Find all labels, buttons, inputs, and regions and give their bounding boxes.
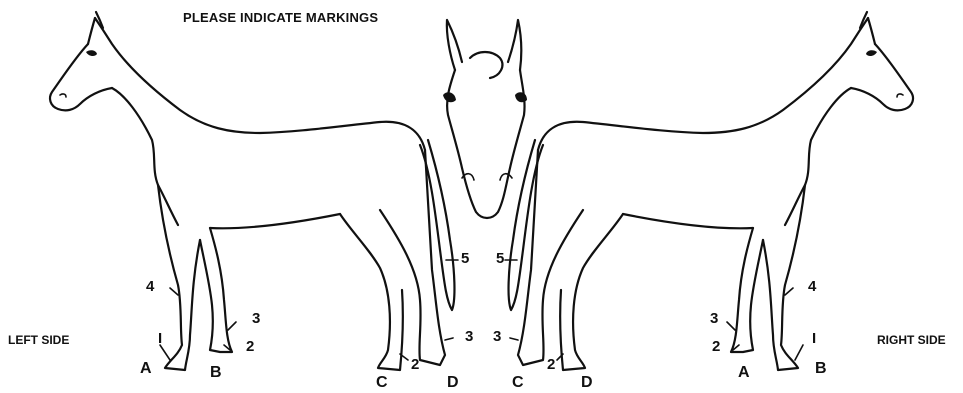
left-label-d: D	[447, 374, 459, 392]
right-leader-lines	[505, 260, 803, 360]
right-label-2-hind: 2	[547, 356, 555, 373]
right-label-a: A	[738, 364, 750, 382]
left-label-a: A	[140, 360, 152, 378]
right-label-3-front: 3	[710, 310, 718, 327]
right-label-5: 5	[496, 250, 504, 267]
right-label-4: 4	[808, 278, 816, 295]
right-label-c: C	[512, 374, 524, 392]
right-label-2-front: 2	[712, 338, 720, 355]
right-label-b: B	[815, 360, 827, 378]
page-title: PLEASE INDICATE MARKINGS	[183, 10, 378, 25]
left-label-c: C	[376, 374, 388, 392]
right-label-d: D	[581, 374, 593, 392]
left-label-3-front: 3	[252, 310, 260, 327]
left-label-2-hind: 2	[411, 356, 419, 373]
left-label-4: 4	[146, 278, 154, 295]
left-label-b: B	[210, 364, 222, 382]
left-leader-lines	[160, 260, 458, 360]
right-label-1: I	[812, 330, 816, 347]
right-label-3-hind: 3	[493, 328, 501, 345]
left-side-label: LEFT SIDE	[8, 333, 69, 347]
left-label-5: 5	[461, 250, 469, 267]
left-label-1: I	[158, 330, 162, 347]
right-side-label: RIGHT SIDE	[877, 333, 946, 347]
left-label-3-hind: 3	[465, 328, 473, 345]
left-label-2-front: 2	[246, 338, 254, 355]
front-head-outline	[443, 20, 527, 218]
